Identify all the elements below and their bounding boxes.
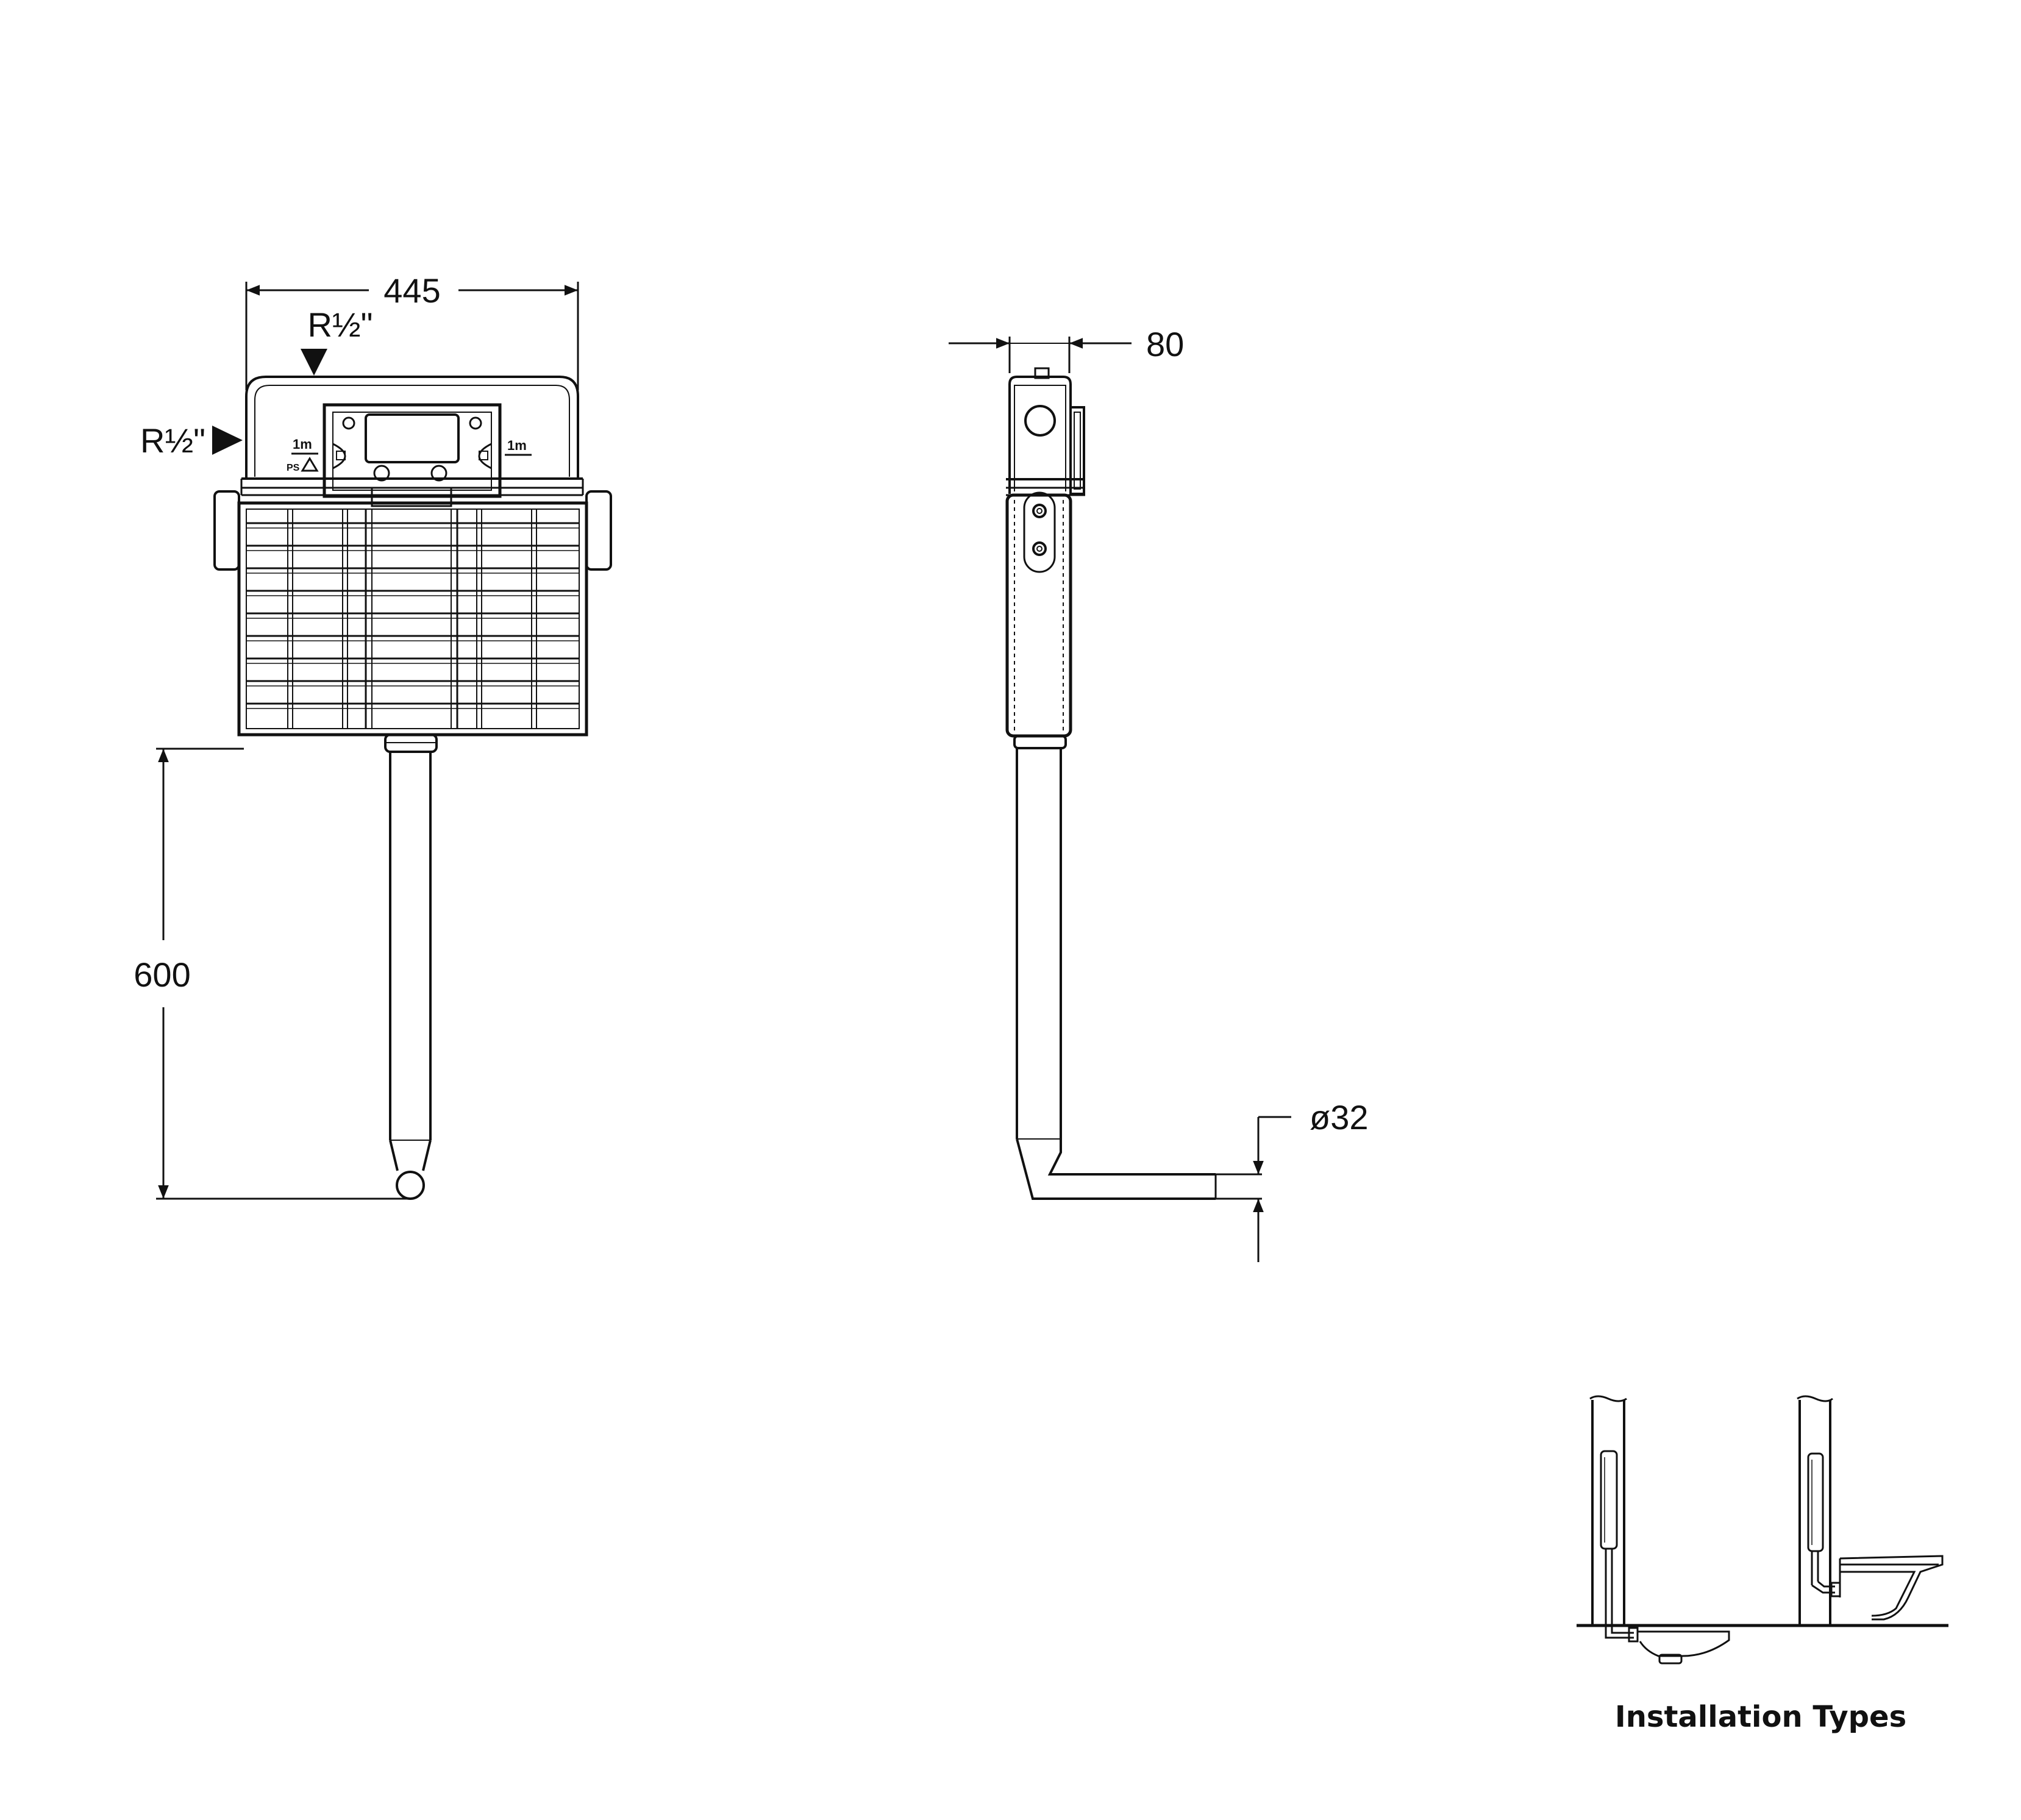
installation-types: Installation Types <box>1577 1395 1948 1734</box>
cistern-body <box>213 490 612 737</box>
flush-pipe-side <box>1013 735 1217 1200</box>
top-inlet-marker: R½" <box>301 305 373 376</box>
svg-text:1m: 1m <box>507 438 527 453</box>
width-dimension: 445 <box>245 271 579 390</box>
width-dim-label: 445 <box>383 271 440 310</box>
inlet-arrow-icon <box>301 349 327 376</box>
pipe-diameter-dimension: ø32 <box>1216 1098 1369 1262</box>
top-inlet-label: R½" <box>307 305 372 344</box>
svg-text:PS: PS <box>287 463 300 473</box>
flush-pipe-front <box>384 733 438 1200</box>
side-cistern-body <box>1005 491 1072 738</box>
side-view: 80 <box>949 325 1369 1262</box>
side-inlet-label: R½" <box>140 421 205 460</box>
depth-dim-label: 80 <box>1146 325 1184 363</box>
recycle-triangle-icon <box>301 457 319 472</box>
side-cistern-top <box>1006 367 1085 496</box>
side-inlet-marker: R½" <box>140 421 243 460</box>
height-dim-label: 600 <box>134 955 190 994</box>
height-dimension: 600 <box>134 748 408 1200</box>
capacity-badge-right: 1m <box>505 438 532 456</box>
inlet-arrow-icon <box>212 426 243 455</box>
depth-dimension: 80 <box>949 325 1184 373</box>
front-view: 445 R½" R½" 1m PS 1 <box>134 271 612 1200</box>
installation-caption: Installation Types <box>1615 1700 1906 1734</box>
svg-text:1m: 1m <box>293 437 312 452</box>
capacity-badge-left: 1m PS <box>287 437 319 473</box>
installation-type-wall-hung <box>1797 1395 1944 1626</box>
mounting-bracket <box>323 403 502 507</box>
pipe-dim-label: ø32 <box>1310 1098 1369 1137</box>
installation-type-floor <box>1589 1395 1730 1665</box>
cistern-lid <box>240 376 584 496</box>
